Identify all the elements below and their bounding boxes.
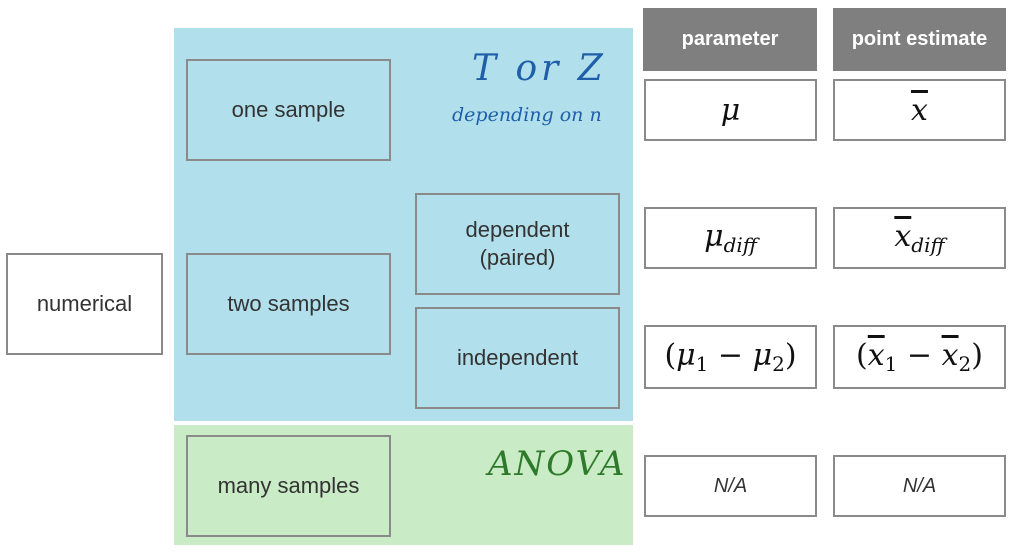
independent-box: independent	[415, 307, 620, 409]
x1-minus-x2-bar-symbol: (x1 − x2)	[856, 338, 983, 376]
many-samples-label: many samples	[217, 473, 360, 498]
parameter-na: N/A	[713, 474, 748, 497]
parameter-header-label: parameter	[681, 28, 779, 50]
numerical-label: numerical	[36, 291, 133, 316]
parameter-header: parameter	[643, 8, 817, 71]
one-sample-box: one sample	[186, 59, 391, 161]
dependent-label: dependent (paired)	[465, 217, 570, 270]
depending-on-n-note: depending on n	[452, 104, 602, 126]
anova-note: ANOVA	[488, 444, 627, 484]
mu-symbol: μ	[720, 92, 741, 128]
parameter-cell-many-samples: N/A	[644, 455, 817, 517]
many-samples-box: many samples	[186, 435, 391, 537]
dependent-box: dependent (paired)	[415, 193, 620, 295]
parameter-cell-independent: (μ1 − μ2)	[644, 325, 817, 389]
estimate-cell-one-sample: x	[833, 79, 1006, 141]
parameter-cell-one-sample: μ	[644, 79, 817, 141]
point-estimate-header-label: point estimate	[851, 28, 988, 50]
one-sample-label: one sample	[231, 97, 346, 122]
numerical-box: numerical	[6, 253, 163, 355]
point-estimate-header: point estimate	[833, 8, 1006, 71]
mu-diff-symbol: μdiff	[704, 219, 757, 257]
estimate-na: N/A	[902, 474, 937, 497]
t-or-z-region	[174, 28, 633, 421]
two-samples-label: two samples	[227, 291, 350, 316]
x-bar-diff-symbol: xdiff	[894, 219, 945, 257]
anova-region	[174, 425, 633, 545]
estimate-cell-independent: (x1 − x2)	[833, 325, 1006, 389]
x-bar-symbol: x	[911, 92, 928, 128]
parameter-cell-dependent: μdiff	[644, 207, 817, 269]
estimate-cell-many-samples: N/A	[833, 455, 1006, 517]
mu1-minus-mu2-symbol: (μ1 − μ2)	[664, 338, 797, 376]
estimate-cell-dependent: xdiff	[833, 207, 1006, 269]
two-samples-box: two samples	[186, 253, 391, 355]
independent-label: independent	[456, 345, 579, 370]
t-or-z-note: T or Z	[472, 48, 607, 89]
